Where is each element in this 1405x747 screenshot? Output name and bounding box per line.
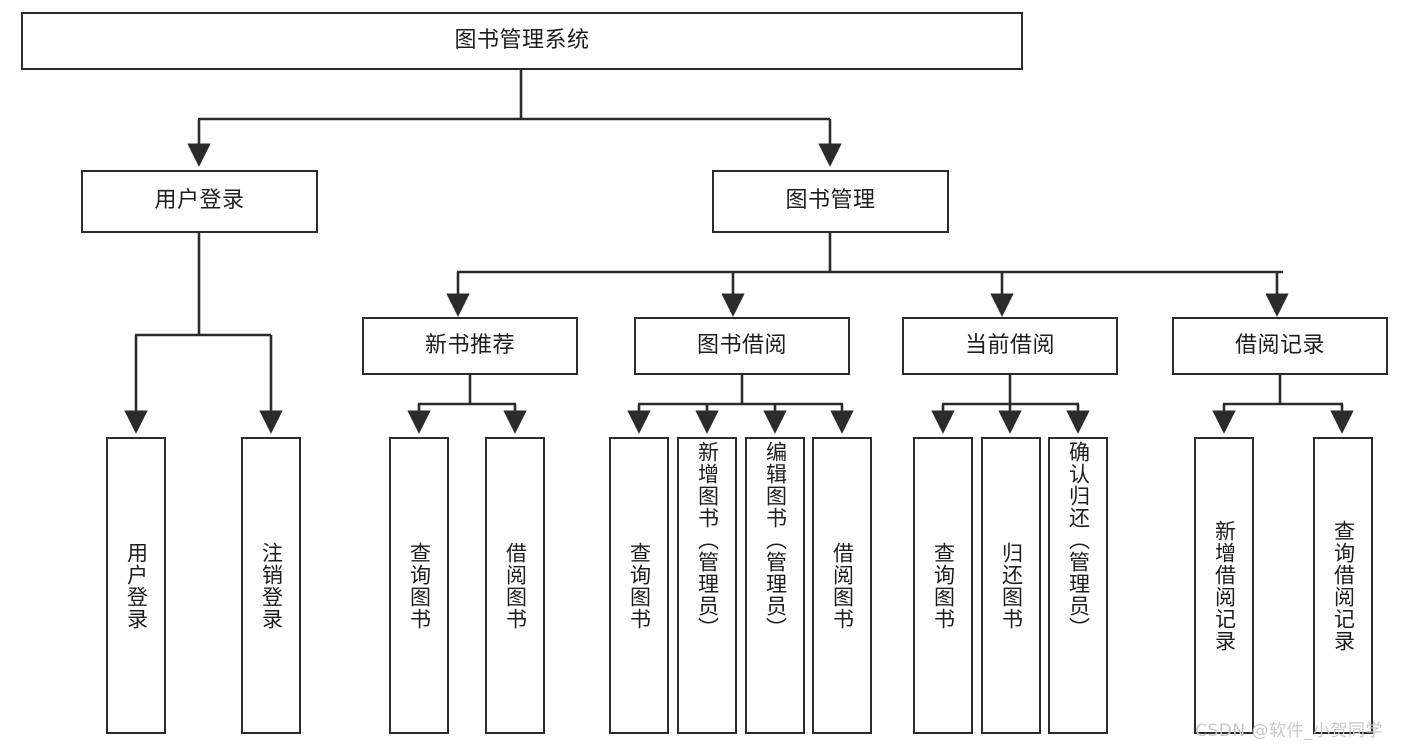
node-leaf-query-book-1[interactable]: 查询图书 xyxy=(389,437,449,734)
node-leaf-borrow-book-2-label: 借阅图书 xyxy=(830,541,855,630)
node-current-borrow-label: 当前借阅 xyxy=(964,332,1055,358)
node-leaf-query-book-2[interactable]: 查询图书 xyxy=(609,437,669,734)
node-leaf-confirm-return-admin-label: 确认归还（管理员） xyxy=(1066,441,1091,639)
node-user-login-label: 用户登录 xyxy=(154,188,245,214)
node-book-borrow-label: 图书借阅 xyxy=(696,332,787,358)
node-leaf-logout-login[interactable]: 注销登录 xyxy=(241,437,301,734)
node-leaf-add-borrow-record[interactable]: 新增借阅记录 xyxy=(1194,437,1254,734)
node-leaf-logout-login-label: 注销登录 xyxy=(259,541,284,630)
node-leaf-user-login[interactable]: 用户登录 xyxy=(106,437,166,734)
node-new-book-recommend[interactable]: 新书推荐 xyxy=(362,317,578,375)
node-current-borrow[interactable]: 当前借阅 xyxy=(902,317,1118,375)
node-leaf-borrow-book-2[interactable]: 借阅图书 xyxy=(812,437,872,734)
node-user-login[interactable]: 用户登录 xyxy=(81,170,318,233)
node-new-book-recommend-label: 新书推荐 xyxy=(424,332,515,358)
node-leaf-confirm-return-admin[interactable]: 确认归还（管理员） xyxy=(1048,437,1108,734)
node-leaf-return-book[interactable]: 归还图书 xyxy=(981,437,1041,734)
node-book-management[interactable]: 图书管理 xyxy=(712,170,949,233)
node-leaf-query-borrow-record-label: 查询借阅记录 xyxy=(1331,519,1356,652)
node-leaf-edit-book-admin-label: 编辑图书（管理员） xyxy=(763,441,788,639)
node-book-management-label: 图书管理 xyxy=(785,188,876,214)
node-leaf-query-book-3-label: 查询图书 xyxy=(931,541,956,630)
node-book-borrow[interactable]: 图书借阅 xyxy=(634,317,850,375)
node-leaf-query-book-2-label: 查询图书 xyxy=(627,541,652,630)
node-leaf-borrow-book-1[interactable]: 借阅图书 xyxy=(485,437,545,734)
node-borrow-record[interactable]: 借阅记录 xyxy=(1172,317,1388,375)
node-root[interactable]: 图书管理系统 xyxy=(21,12,1023,70)
node-leaf-add-book-admin-label: 新增图书（管理员） xyxy=(695,441,720,639)
node-borrow-record-label: 借阅记录 xyxy=(1234,332,1325,358)
node-leaf-borrow-book-1-label: 借阅图书 xyxy=(503,541,528,630)
node-leaf-edit-book-admin[interactable]: 编辑图书（管理员） xyxy=(745,437,805,734)
node-leaf-return-book-label: 归还图书 xyxy=(999,541,1024,630)
node-leaf-query-borrow-record[interactable]: 查询借阅记录 xyxy=(1313,437,1373,734)
node-leaf-add-book-admin[interactable]: 新增图书（管理员） xyxy=(677,437,737,734)
node-leaf-add-borrow-record-label: 新增借阅记录 xyxy=(1212,519,1237,652)
node-leaf-query-book-1-label: 查询图书 xyxy=(407,541,432,630)
node-leaf-query-book-3[interactable]: 查询图书 xyxy=(913,437,973,734)
node-leaf-user-login-label: 用户登录 xyxy=(124,541,149,630)
node-root-label: 图书管理系统 xyxy=(454,27,590,53)
